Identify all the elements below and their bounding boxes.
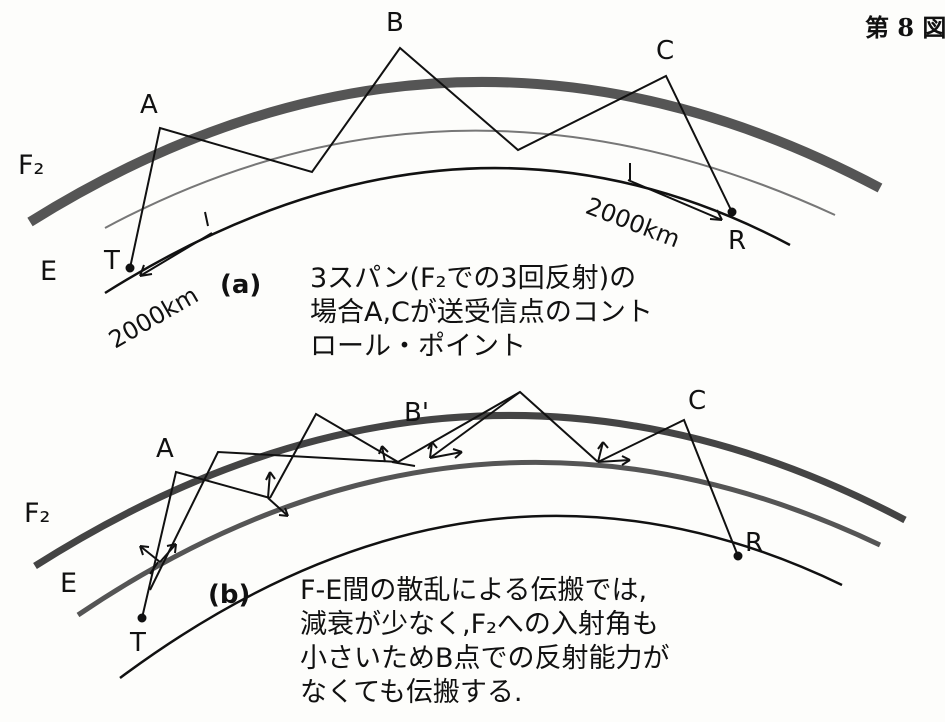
panel-a-r-point [727,207,737,217]
panel-a-left-distance-arrow [139,232,213,277]
panel-b-f2-label: F₂ [24,498,51,529]
panel-a-caption-line-1: 3スパン(F₂での3回反射)の [310,263,637,294]
panel-a-caption-line-2: 場合A,Cが送受信点のコント [310,297,653,328]
panel-b-diagram [33,390,907,680]
panel-a-diagram [27,46,883,295]
panel-b-e-layer [76,459,882,618]
panel-a-point-a: A [140,90,158,120]
panel-b-tag: (b) [208,580,251,610]
figure-title: 第 8 図 [865,13,945,42]
panel-b-r-point [733,551,743,561]
panel-b-point-r: R [745,528,764,558]
panel-a-point-t: T [104,246,120,276]
panel-b-caption-line-2: 減衰が少なく,F₂への入射角も [300,609,659,640]
panel-b-scatter-arrows [139,441,631,575]
panel-a-e-layer [104,129,836,229]
panel-b-f2-layer [33,412,907,569]
panel-a-e-label: E [40,256,58,287]
panel-a-tag: (a) [220,270,262,300]
panel-b-ray-path-2 [149,390,599,591]
panel-b-point-t: T [130,628,146,658]
panel-a-caption: 3スパン(F₂での3回反射)の 場合A,Cが送受信点のコント ロール・ポイント [310,262,653,364]
panel-a-caption-line-3: ロール・ポイント [310,331,526,362]
panel-a-point-b: B [386,8,404,38]
panel-b-caption: F-E間の散乱による伝搬では, 減衰が少なく,F₂への入射角も 小さいためB点で… [300,574,670,710]
panel-b-ray-path-3 [269,412,399,499]
panel-b-e-label: E [60,568,78,599]
panel-a-f2-label: F₂ [18,150,45,181]
panel-a-point-c: C [656,36,675,66]
panel-a-ray-path [129,46,733,269]
panel-b-caption-line-1: F-E間の散乱による伝搬では, [300,575,648,606]
panel-a-f2-layer [27,77,883,227]
panel-b-caption-line-3: 小さいためB点での反射能力が [300,643,670,674]
panel-a-right-distance-arrow [627,179,723,221]
panel-a-point-r: R [728,226,747,256]
panel-b-point-b: B' [404,398,429,428]
panel-b-point-c: C [688,386,707,416]
panel-b-ground-arc [119,514,843,680]
panel-b-ray-path-5 [597,418,739,557]
panel-b-point-a: A [156,434,174,464]
panel-b-caption-line-4: なくても伝搬する. [300,677,523,708]
panel-b-ray-path-4 [429,391,521,459]
panel-a-t-point [125,263,135,273]
panel-b-t-point [137,613,147,623]
